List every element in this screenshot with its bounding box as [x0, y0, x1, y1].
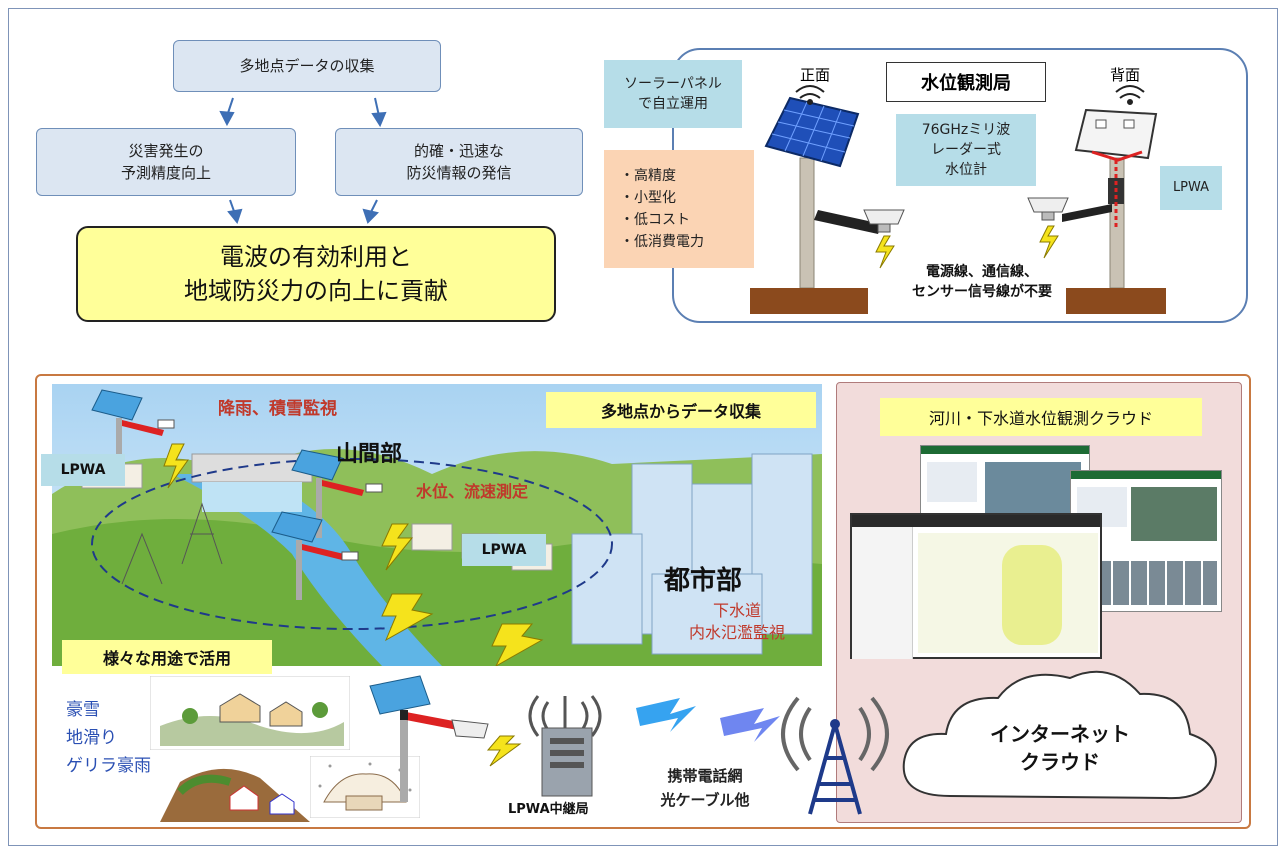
front-arm [814, 210, 882, 234]
features-callout: ・高精度 ・小型化 ・低コスト ・低消費電力 [604, 150, 754, 268]
internet-cloud-icon [902, 670, 1217, 800]
flow-left-line-1: 災害発生の [128, 142, 204, 160]
back-panel-icon [1074, 108, 1158, 162]
network-line-2: 光ケーブル他 [660, 791, 750, 809]
internet-cloud-label: インターネット クラウド [940, 720, 1180, 776]
back-label: 背面 [1110, 66, 1141, 84]
flow-left-box: 災害発生の 予測精度向上 [36, 128, 296, 196]
sensor-callout-line-3: 水位計 [945, 162, 987, 178]
flow-top-box: 多地点データの収集 [173, 40, 441, 92]
flow-top-text: 多地点データの収集 [239, 57, 375, 75]
monitor-screen-front [850, 513, 1102, 659]
front-pole [799, 157, 815, 289]
sewer-line-1: 下水道 [712, 601, 761, 620]
back-sensor-icon [1027, 197, 1069, 221]
uses-list: 豪雪 地滑り ゲリラ豪雨 [66, 696, 151, 780]
sensor-callout-line-1: 76GHzミリ波 [921, 122, 1011, 138]
use-item-3: ゲリラ豪雨 [66, 756, 151, 776]
back-wifi-icon [1115, 85, 1145, 105]
landslide-illustration [160, 768, 310, 822]
flow-right-line-2: 防災情報の発信 [406, 164, 512, 182]
sewer-label: 下水道 内水氾濫監視 [672, 600, 802, 644]
station-lpwa-callout: LPWA [1160, 166, 1222, 210]
wires-note-line-1: 電源線、通信線、 [926, 264, 1038, 280]
flow-right-box: 的確・迅速な 防災情報の発信 [335, 128, 583, 196]
cloud-title-text: 河川・下水道水位観測クラウド [928, 409, 1153, 428]
flow-right-line-1: 的確・迅速な [413, 142, 504, 160]
dam-icon [191, 453, 313, 512]
rain-snow-label: 降雨、積雪監視 [218, 399, 337, 419]
signal-arrows [636, 698, 780, 742]
sensor-callout: 76GHzミリ波 レーダー式 水位計 [896, 114, 1036, 186]
front-sensor-icon [863, 209, 905, 233]
sensor-callout-line-2: レーダー式 [931, 142, 1001, 158]
feature-item-3: ・低コスト [620, 212, 690, 228]
internet-line-1: インターネット [990, 722, 1130, 746]
flow-left-line-2: 予測精度向上 [120, 164, 211, 182]
collect-label-text: 多地点からデータ収集 [600, 402, 761, 421]
station-lpwa-text: LPWA [1172, 180, 1210, 195]
relay-label: LPWA中継局 [508, 802, 589, 817]
outer-frame [8, 8, 1278, 846]
flow-result-line-1: 電波の有効利用と [220, 243, 412, 271]
buildings-cluster [571, 453, 813, 655]
lpwa-mid-label: LPWA [462, 534, 546, 566]
front-ground [750, 288, 868, 314]
lpwa-mid-text: LPWA [481, 542, 527, 558]
sewer-line-2: 内水氾濫監視 [688, 623, 785, 642]
network-line-1: 携帯電話網 [667, 767, 743, 785]
network-label: 携帯電話網 光ケーブル他 [640, 764, 770, 812]
mini-station-icon-2 [291, 449, 383, 538]
use-item-2: 地滑り [66, 728, 117, 748]
mini-station-icon-3 [271, 511, 359, 600]
flow-result-box: 電波の有効利用と 地域防災力の向上に貢献 [76, 226, 556, 322]
feature-item-1: ・高精度 [620, 168, 676, 184]
wires-note: 電源線、通信線、 センサー信号線が不要 [882, 262, 1082, 302]
station-illustration [750, 85, 1166, 314]
relay-bolt-icon [486, 735, 522, 767]
relay-box-icon [541, 727, 593, 797]
power-tower-icon [121, 502, 223, 585]
back-ground [1066, 288, 1166, 314]
wires-note-line-2: センサー信号線が不要 [912, 284, 1052, 300]
scene-bolts [163, 443, 544, 666]
back-bolt-icon [1039, 225, 1059, 259]
back-arm [1062, 204, 1112, 222]
mountain-zone-outline [91, 458, 613, 630]
river [172, 474, 442, 666]
relay-solar-icon [369, 675, 489, 802]
collect-label: 多地点からデータ収集 [546, 392, 816, 428]
internet-line-2: クラウド [1020, 750, 1100, 774]
feature-item-2: ・小型化 [620, 190, 676, 206]
solar-callout: ソーラーパネル で自立運用 [604, 60, 742, 128]
solar-panel-icon [764, 96, 860, 168]
front-wifi-icon [795, 85, 825, 105]
flood-illustration [150, 676, 350, 750]
mountain-label: 山間部 [336, 442, 403, 467]
city-label: 都市部 [664, 566, 743, 596]
uses-label: 様々な用途で活用 [62, 640, 272, 674]
cell-tower-icon [781, 696, 889, 815]
solar-callout-line-2: で自立運用 [638, 96, 708, 112]
mini-station-icon-1 [91, 389, 175, 468]
solar-callout-line-1: ソーラーパネル [624, 76, 722, 92]
station-title-text: 水位観測局 [921, 73, 1011, 94]
lpwa-left-label: LPWA [41, 454, 125, 486]
relay-illustration [369, 675, 602, 802]
front-bolt-icon [875, 235, 895, 269]
station-title: 水位観測局 [886, 62, 1046, 102]
uses-label-text: 様々な用途で活用 [102, 649, 231, 668]
use-item-1: 豪雪 [66, 700, 100, 720]
flow-result-line-2: 地域防災力の向上に貢献 [184, 277, 448, 305]
cloud-title: 河川・下水道水位観測クラウド [880, 398, 1202, 436]
front-label: 正面 [800, 66, 831, 84]
water-speed-label: 水位、流速測定 [416, 482, 529, 501]
lpwa-left-text: LPWA [60, 462, 106, 478]
feature-item-4: ・低消費電力 [620, 234, 704, 250]
